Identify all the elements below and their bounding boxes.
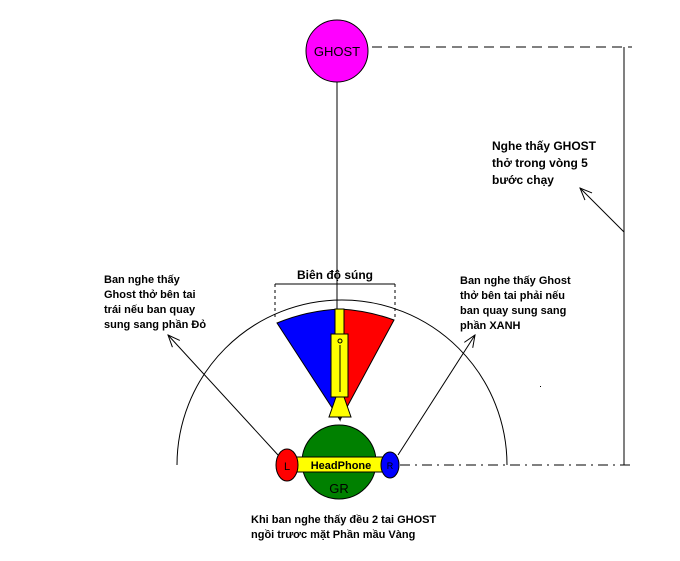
right-note-line-1: Ban nghe thấy Ghost bbox=[460, 275, 571, 287]
range-note: Nghe thấy GHOST thở trong vòng 5 bước ch… bbox=[492, 139, 599, 187]
left-ear bbox=[275, 448, 299, 482]
right-ear-label: R bbox=[387, 461, 394, 471]
ghost-circle bbox=[305, 19, 369, 83]
left-ear-label: L bbox=[284, 461, 290, 473]
range-note-line-2: thở trong vòng 5 bbox=[492, 156, 588, 170]
left-note-line-3: trái nếu ban quay bbox=[104, 304, 196, 316]
headphone-label: HeadPhone bbox=[311, 460, 372, 472]
gun-range-label: Biên độ súng bbox=[297, 268, 373, 282]
gun-stock bbox=[328, 396, 352, 418]
bottom-note-line-2: ngồi trươc mặt Phần mầu Vàng bbox=[251, 529, 415, 541]
left-ear-arrow bbox=[168, 335, 279, 456]
ghost-label: GHOST bbox=[314, 44, 360, 59]
range-note-line-3: bước chạy bbox=[492, 173, 554, 187]
hearing-range-arc bbox=[176, 299, 508, 466]
right-note-line-2: thở bên tai phải nếu bbox=[460, 290, 565, 302]
gun-barrel-top bbox=[334, 308, 345, 336]
range-arrow bbox=[580, 188, 625, 233]
ground-label: GR bbox=[329, 481, 349, 496]
right-note-line-3: ban quay sung sang bbox=[460, 305, 566, 317]
left-note-line-1: Ban nghe thấy bbox=[104, 274, 181, 286]
right-ear bbox=[380, 451, 400, 479]
left-note-line-4: sung sang phần Đỏ bbox=[104, 319, 206, 331]
range-note-line-1: Nghe thấy GHOST bbox=[492, 139, 597, 153]
bottom-note: Khi ban nghe thấy đều 2 tai GHOST ngồi t… bbox=[251, 514, 439, 541]
left-note: Ban nghe thấy Ghost thở bên tai trái nếu… bbox=[104, 274, 206, 331]
left-note-line-2: Ghost thở bên tai bbox=[104, 289, 196, 301]
right-note-line-4: phần XANH bbox=[460, 320, 521, 332]
gun-sight bbox=[337, 338, 343, 344]
bottom-note-line-1: Khi ban nghe thấy đều 2 tai GHOST bbox=[251, 514, 436, 526]
right-ear-arrow bbox=[397, 335, 475, 456]
stray-dot bbox=[540, 386, 541, 387]
right-note: Ban nghe thấy Ghost thở bên tai phải nếu… bbox=[460, 275, 574, 332]
